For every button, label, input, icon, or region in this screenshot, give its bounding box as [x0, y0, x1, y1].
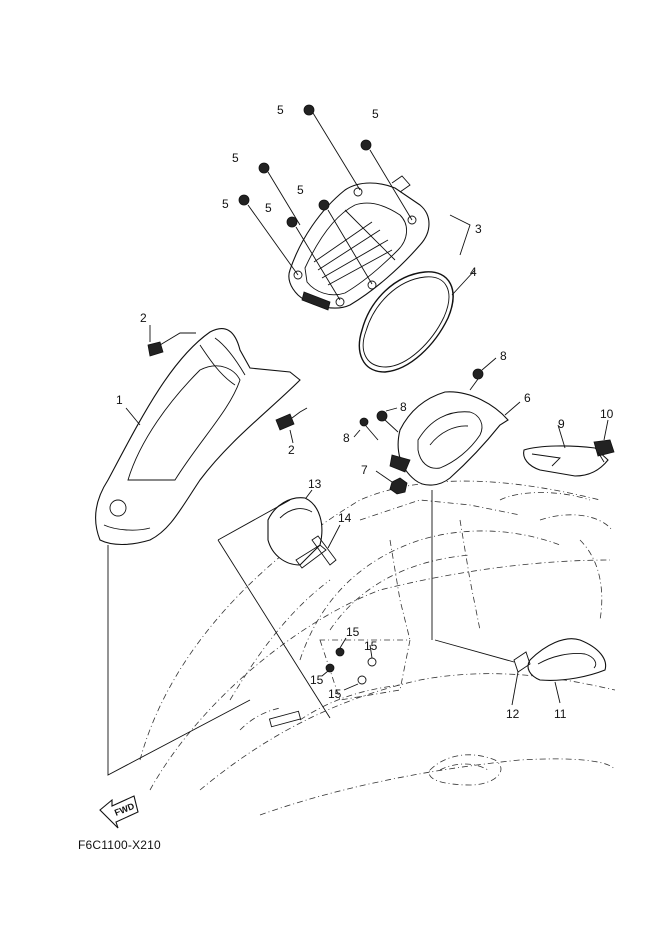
callout-5-f: 5 [222, 197, 229, 211]
gasket-part-4 [358, 271, 454, 373]
nut-part-7 [375, 470, 408, 495]
grommets-part-15 [321, 637, 377, 691]
bolts-part-8 [353, 357, 497, 441]
screw-5-a [303, 104, 361, 191]
callout-5-b: 5 [372, 107, 379, 121]
callout-8-c: 8 [343, 431, 350, 445]
callout-15-b: 15 [364, 639, 378, 653]
callout-6: 6 [524, 391, 531, 405]
callout-5-a: 5 [277, 103, 284, 117]
clip-part-2-bottom [275, 407, 308, 444]
screw-5-d [318, 199, 373, 285]
bolt-8-c [353, 417, 379, 441]
callout-4: 4 [470, 265, 477, 279]
assembly-lines [107, 214, 521, 776]
hatch-part-9 [523, 424, 609, 477]
callout-8-b: 8 [400, 400, 407, 414]
callout-3: 3 [475, 222, 482, 236]
lamp-gasket-part-12 [434, 639, 531, 706]
callout-2-top: 2 [140, 311, 147, 325]
screw-5-e [286, 216, 341, 301]
callout-12: 12 [506, 707, 520, 721]
lamp-gasket-part-14 [311, 524, 341, 566]
callout-2-bottom: 2 [288, 443, 295, 457]
callout-15-d: 15 [328, 687, 342, 701]
hull-outline [139, 480, 616, 816]
latch-part-10 [593, 419, 615, 463]
callout-8-a: 8 [500, 349, 507, 363]
callout-11: 11 [554, 707, 567, 721]
front-cover-part-1 [95, 328, 301, 546]
screws-part-5 [238, 104, 413, 301]
lamp-part-13 [267, 489, 327, 569]
side-lamp-part-11 [527, 638, 607, 704]
callout-9: 9 [558, 417, 565, 431]
screw-5-c [258, 162, 301, 226]
callout-5-d: 5 [297, 183, 304, 197]
screw-5-f [238, 194, 299, 276]
callout-5-c: 5 [232, 151, 239, 165]
callout-5-e: 5 [265, 201, 272, 215]
callout-1: 1 [116, 393, 123, 407]
clip-part-2-top [147, 325, 196, 357]
storage-bin-part-3 [288, 175, 430, 311]
bolt-8-b [376, 407, 399, 433]
screw-5-b [360, 139, 413, 221]
callout-15-c: 15 [310, 673, 324, 687]
bolt-8-a [469, 357, 497, 391]
reference-code: F6C1100-X210 [78, 838, 161, 852]
callout-15-a: 15 [346, 625, 360, 639]
callout-7: 7 [361, 463, 368, 477]
callout-10: 10 [600, 407, 614, 421]
callout-14: 14 [338, 511, 352, 525]
rear-cover-part-6 [389, 391, 509, 486]
fwd-arrow: FWD [99, 795, 139, 829]
callout-labels: 1 2 2 3 4 5 5 5 5 5 5 6 7 8 8 8 9 10 11 … [116, 103, 614, 721]
callout-13: 13 [308, 477, 322, 491]
